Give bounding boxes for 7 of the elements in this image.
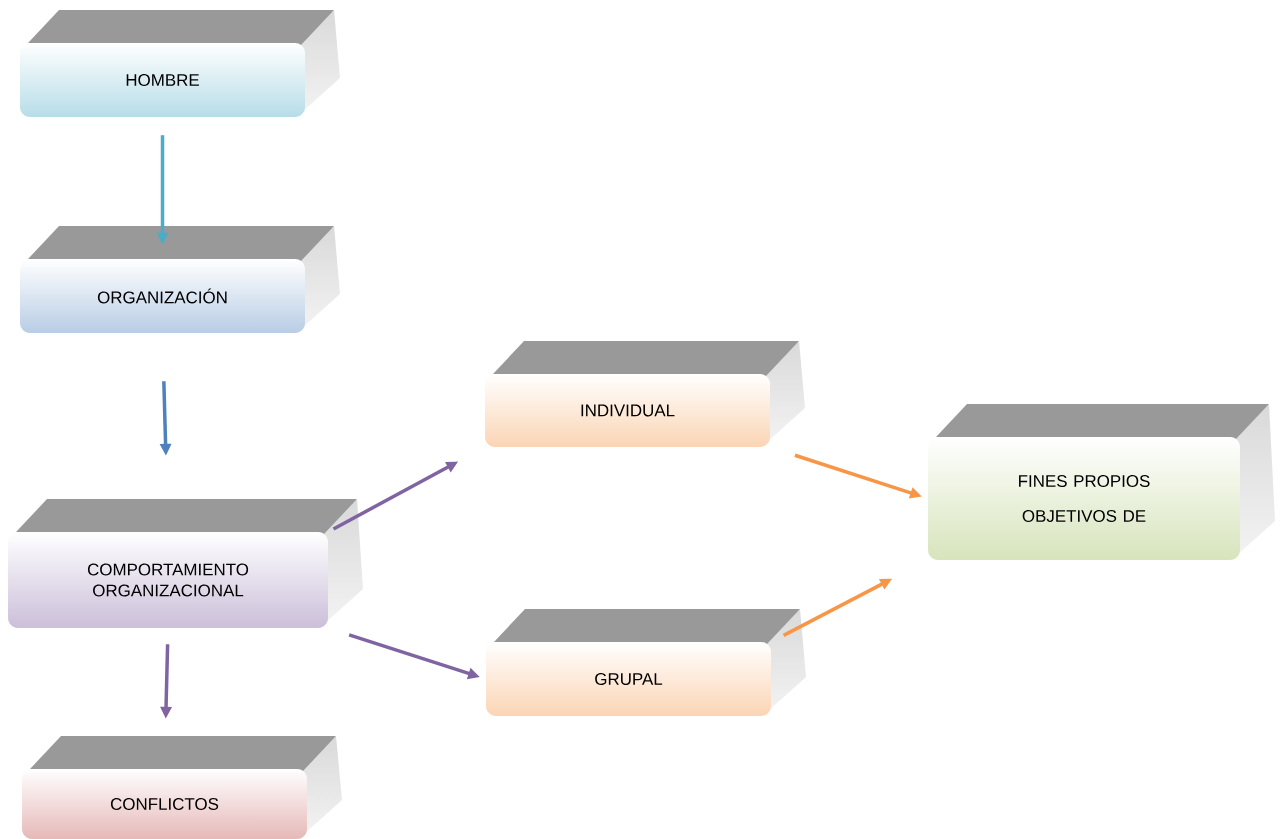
box-3d: CONFLICTOS: [22, 736, 342, 839]
box-3d: ORGANIZACIÓN: [20, 226, 340, 333]
box-3d: FINES PROPIOS OBJETIVOS DE: [928, 404, 1275, 560]
box-3d: COMPORTAMIENTO ORGANIZACIONAL: [8, 499, 363, 628]
box-3d: INDIVIDUAL: [485, 341, 805, 447]
box-3d: GRUPAL: [486, 609, 806, 716]
box-3d: HOMBRE: [20, 10, 340, 117]
